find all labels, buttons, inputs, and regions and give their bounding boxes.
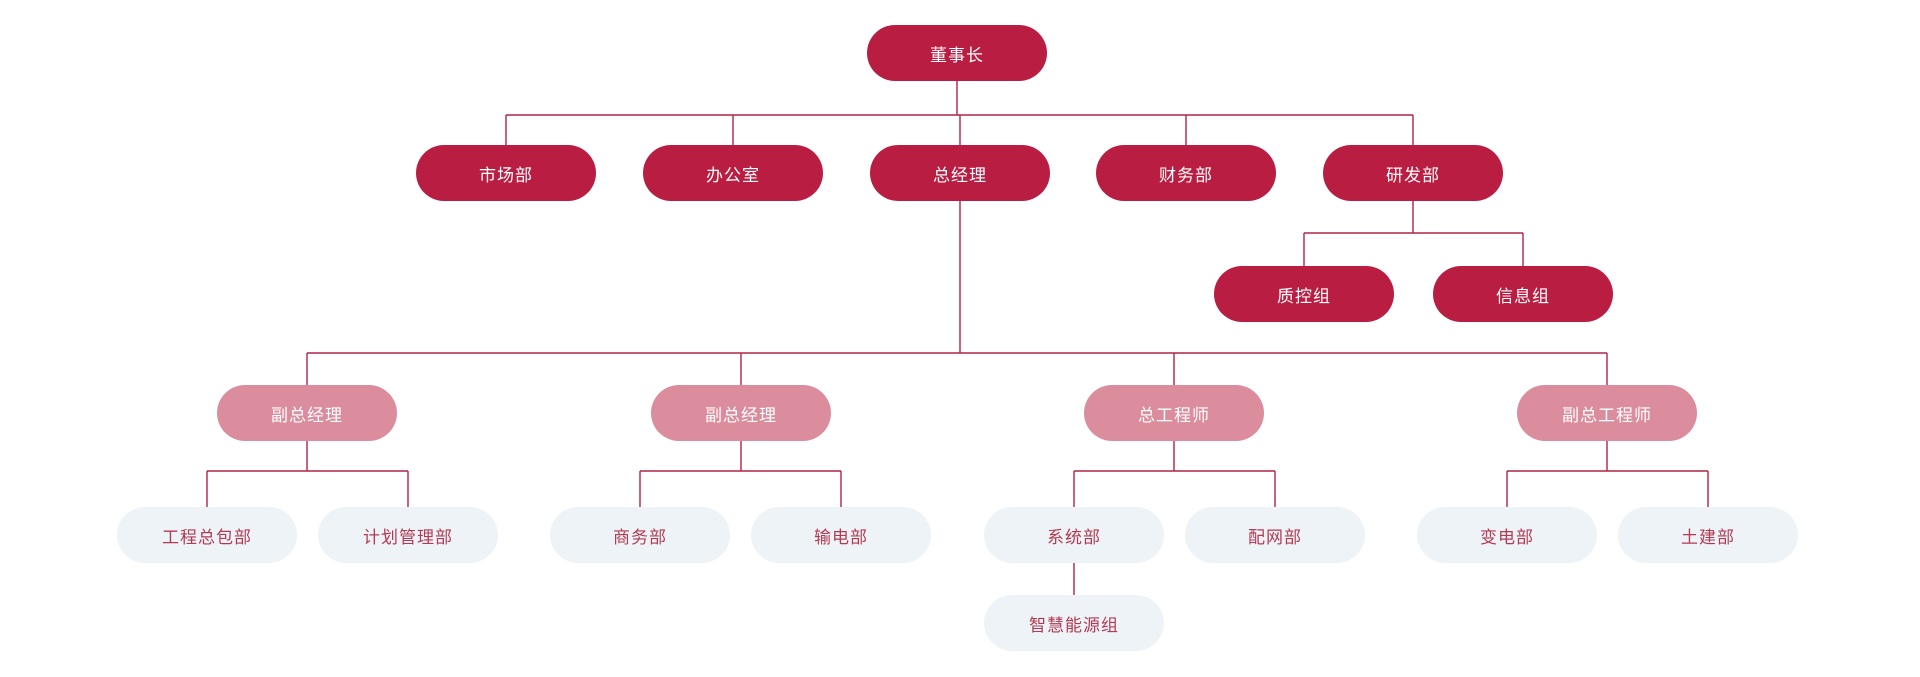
node-office[interactable]: 办公室 [643, 145, 823, 201]
connector-chief-engineer-children [1073, 441, 1276, 507]
node-chairman[interactable]: 董事长 [867, 25, 1047, 81]
node-commerce-dept[interactable]: 商务部 [550, 507, 730, 563]
node-marketing-dept[interactable]: 市场部 [416, 145, 596, 201]
node-transmission-dept[interactable]: 输电部 [751, 507, 931, 563]
connector-rnd-children [1303, 201, 1524, 266]
node-deputy-chief-engineer[interactable]: 副总工程师 [1517, 385, 1697, 441]
node-substation-dept[interactable]: 变电部 [1417, 507, 1597, 563]
node-deputy-gm-2[interactable]: 副总经理 [651, 385, 831, 441]
node-qc-group[interactable]: 质控组 [1214, 266, 1394, 322]
connector-deputy-gm-2-children [639, 441, 842, 507]
node-info-group[interactable]: 信息组 [1433, 266, 1613, 322]
node-general-manager[interactable]: 总经理 [870, 145, 1050, 201]
node-epc-dept[interactable]: 工程总包部 [117, 507, 297, 563]
node-planning-dept[interactable]: 计划管理部 [318, 507, 498, 563]
node-distribution-dept[interactable]: 配网部 [1185, 507, 1365, 563]
node-civil-dept[interactable]: 土建部 [1618, 507, 1798, 563]
node-chief-engineer[interactable]: 总工程师 [1084, 385, 1264, 441]
node-smart-energy-group[interactable]: 智慧能源组 [984, 595, 1164, 651]
node-finance-dept[interactable]: 财务部 [1096, 145, 1276, 201]
connector-deputy-gm-1-children [206, 441, 409, 507]
connector-chairman-children [505, 81, 1414, 145]
connector-gm-children [306, 201, 1608, 385]
connector-deputy-chief-engineer-children [1506, 441, 1709, 507]
node-system-dept[interactable]: 系统部 [984, 507, 1164, 563]
node-rnd-dept[interactable]: 研发部 [1323, 145, 1503, 201]
node-deputy-gm-1[interactable]: 副总经理 [217, 385, 397, 441]
